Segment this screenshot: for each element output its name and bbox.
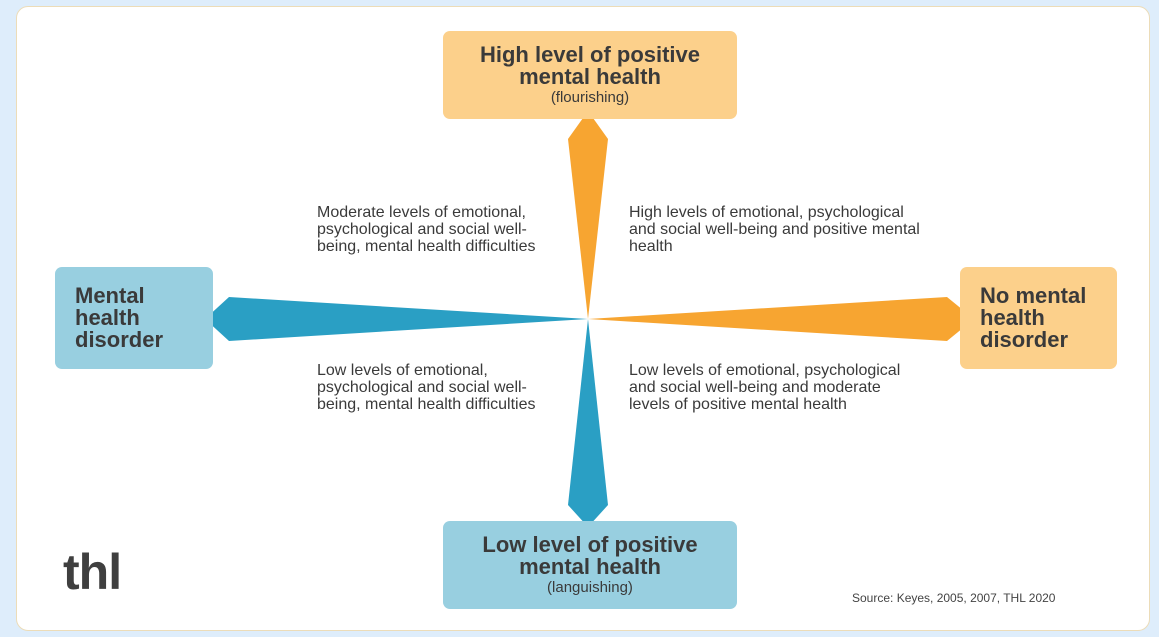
thl-logo: thl [63,544,122,600]
mental-health-disorder-title: Mental health disorder [75,283,164,352]
quadrant-bottom-left-text: Low levels of emotional, psychological a… [317,362,536,413]
source-citation: Source: Keyes, 2005, 2007, THL 2020 [852,591,1056,605]
quadrant-top-left-text: Moderate levels of emotional, psychologi… [317,204,536,255]
axis-arrows [205,111,974,527]
orange-arrow-up-icon [568,111,608,319]
quadrant-bottom-right-text: Low levels of emotional, psychological a… [629,362,901,413]
quadrant-top-right-text: High levels of emotional, psychological … [629,204,920,255]
languishing-box: Low level of positive mental health (lan… [443,521,737,609]
no-mental-health-disorder-box: No mental health disorder [960,267,1117,369]
blue-arrow-left-icon [205,297,588,341]
blue-arrow-down-icon [568,319,608,527]
languishing-subtitle: (languishing) [547,579,633,596]
no-mental-health-disorder-title: No mental health disorder [980,283,1087,352]
languishing-title: Low level of positive mental health [482,532,698,579]
diagram-card: High level of positive mental health (fl… [16,6,1150,631]
mental-health-disorder-box: Mental health disorder [55,267,213,369]
flourishing-subtitle: (flourishing) [550,89,630,106]
orange-arrow-right-icon [588,297,974,341]
flourishing-title: High level of positive mental health [479,42,701,89]
flourishing-box: High level of positive mental health (fl… [443,31,737,119]
